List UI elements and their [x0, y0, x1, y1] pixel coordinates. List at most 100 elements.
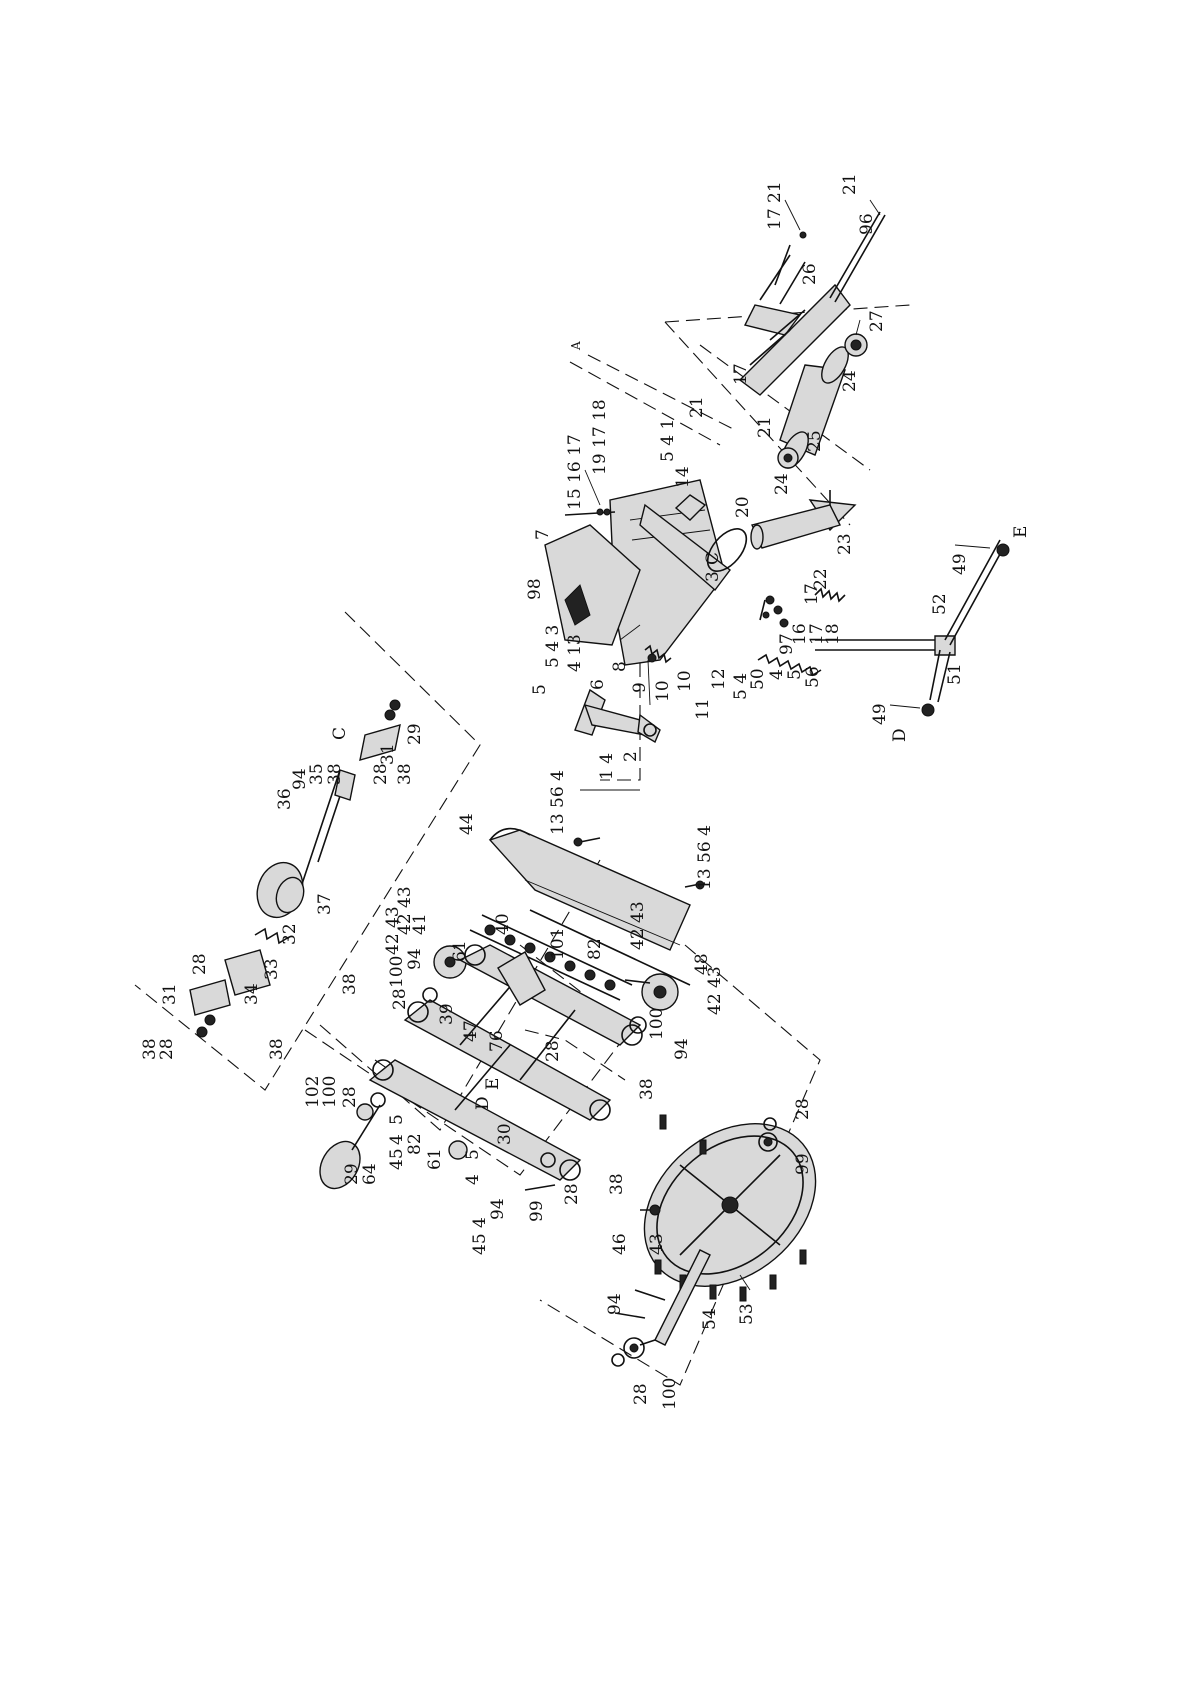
- label-61: 61: [450, 940, 470, 962]
- label-61: 61: [425, 1148, 445, 1170]
- label-28: 28: [390, 988, 410, 1010]
- label-52: 52: [930, 593, 950, 615]
- label-99: 99: [527, 1200, 547, 1222]
- label-5: 5: [530, 684, 550, 695]
- label-47: 47: [461, 1020, 481, 1042]
- label-28: 28: [631, 1383, 651, 1405]
- callout-labels: 17 21 96 21 26 27 24 17 21 21 25 24 A 15…: [140, 173, 1031, 1410]
- pins-94: [524, 979, 666, 1319]
- guard-7: [544, 524, 641, 646]
- label-20: 20: [733, 496, 753, 518]
- label-31: 31: [160, 983, 180, 1005]
- label-10: 10: [675, 670, 695, 692]
- label-43: 43: [647, 1233, 667, 1255]
- label-17-21: 17 21: [765, 181, 785, 230]
- label-94: 94: [672, 1038, 692, 1060]
- marker-D: D: [890, 728, 910, 742]
- label-36: 36: [275, 788, 295, 810]
- label-31: 31: [378, 743, 398, 765]
- label-28: 28: [157, 1038, 177, 1060]
- marker-E: E: [483, 1078, 503, 1090]
- label-38: 38: [325, 763, 345, 785]
- label-94: 94: [405, 948, 425, 970]
- label-53: 53: [737, 1303, 757, 1325]
- label-96: 96: [857, 213, 877, 235]
- label-12: 12: [709, 668, 729, 690]
- washers-28-100: [370, 987, 647, 1168]
- hub-34: [224, 949, 271, 996]
- label-28: 28: [562, 1183, 582, 1205]
- label-38: 38: [340, 973, 360, 995]
- tube-20: [750, 504, 842, 550]
- label-38: 38: [395, 763, 415, 785]
- label-A: A: [569, 341, 583, 351]
- marker-D: D: [473, 1096, 493, 1110]
- wheel-cleats: [654, 1114, 807, 1302]
- label-23: 23: [835, 533, 855, 555]
- label-1-4: 1 4: [597, 753, 617, 780]
- label-18: 18: [823, 623, 843, 645]
- label-97: 97: [777, 633, 797, 655]
- bearing-24-bottom: [777, 447, 799, 469]
- sprocket-48: [641, 973, 679, 1011]
- label-38: 38: [607, 1173, 627, 1195]
- label-5-4-3: 5 4 3: [543, 625, 563, 668]
- label-29: 29: [405, 723, 425, 745]
- label-76: 76: [487, 1030, 507, 1052]
- label-38: 38: [140, 1038, 160, 1060]
- label-8: 8: [610, 661, 630, 672]
- label-4-13: 4 13: [565, 634, 585, 672]
- label-24: 24: [840, 370, 860, 392]
- label-102: 102: [303, 1076, 323, 1108]
- label-100: 100: [647, 1008, 667, 1040]
- label-4: 4: [387, 1134, 407, 1145]
- chain-tensioner-76: [497, 951, 546, 1006]
- label-46: 46: [610, 1233, 630, 1255]
- label-13-56-4: 13 56 4: [695, 825, 715, 890]
- label-42-43: 42 43: [628, 901, 648, 950]
- label-4: 4: [463, 1174, 483, 1185]
- label-21: 21: [755, 416, 775, 438]
- pin-97: [759, 599, 766, 621]
- bearing-24-top: [844, 333, 868, 357]
- label-16: 16: [790, 623, 810, 645]
- label-98: 98: [525, 578, 545, 600]
- label-33: 33: [262, 958, 282, 980]
- spring-22: [814, 587, 846, 603]
- label-56: 56: [803, 666, 823, 688]
- label-50: 50: [748, 668, 768, 690]
- label-94: 94: [290, 768, 310, 790]
- label-38: 38: [267, 1038, 287, 1060]
- label-100: 100: [387, 956, 407, 988]
- label-94: 94: [605, 1293, 625, 1315]
- marker-C: C: [330, 727, 350, 740]
- label-21: 21: [840, 173, 860, 195]
- label-24: 24: [772, 473, 792, 495]
- label-94: 94: [488, 1198, 508, 1220]
- label-45: 45: [387, 1148, 407, 1170]
- chain-links: [484, 924, 616, 991]
- label-100: 100: [320, 1076, 340, 1108]
- spring-50: [757, 653, 822, 677]
- spring-33: [254, 927, 290, 945]
- washers-lower: [611, 1117, 778, 1367]
- bracket-31-lower: [189, 979, 231, 1038]
- label-22: 22: [811, 568, 831, 590]
- label-42-43: 42 43: [383, 906, 403, 955]
- label-34: 34: [242, 983, 262, 1005]
- pin-17-21: [774, 231, 807, 286]
- bolt-46-43: [640, 1204, 661, 1216]
- label-29: 29: [342, 1163, 362, 1185]
- label-5: 5: [463, 1149, 483, 1160]
- label-99: 99: [793, 1153, 813, 1175]
- wheel-32: [256, 861, 305, 919]
- label-28: 28: [371, 763, 391, 785]
- drive-wheel-53: [643, 1123, 817, 1287]
- label-82: 82: [405, 1133, 425, 1155]
- label-54: 54: [700, 1308, 720, 1330]
- label-41: 41: [410, 913, 430, 935]
- label-100: 100: [660, 1378, 680, 1410]
- label-82: 82: [585, 938, 605, 960]
- label-44: 44: [457, 813, 477, 835]
